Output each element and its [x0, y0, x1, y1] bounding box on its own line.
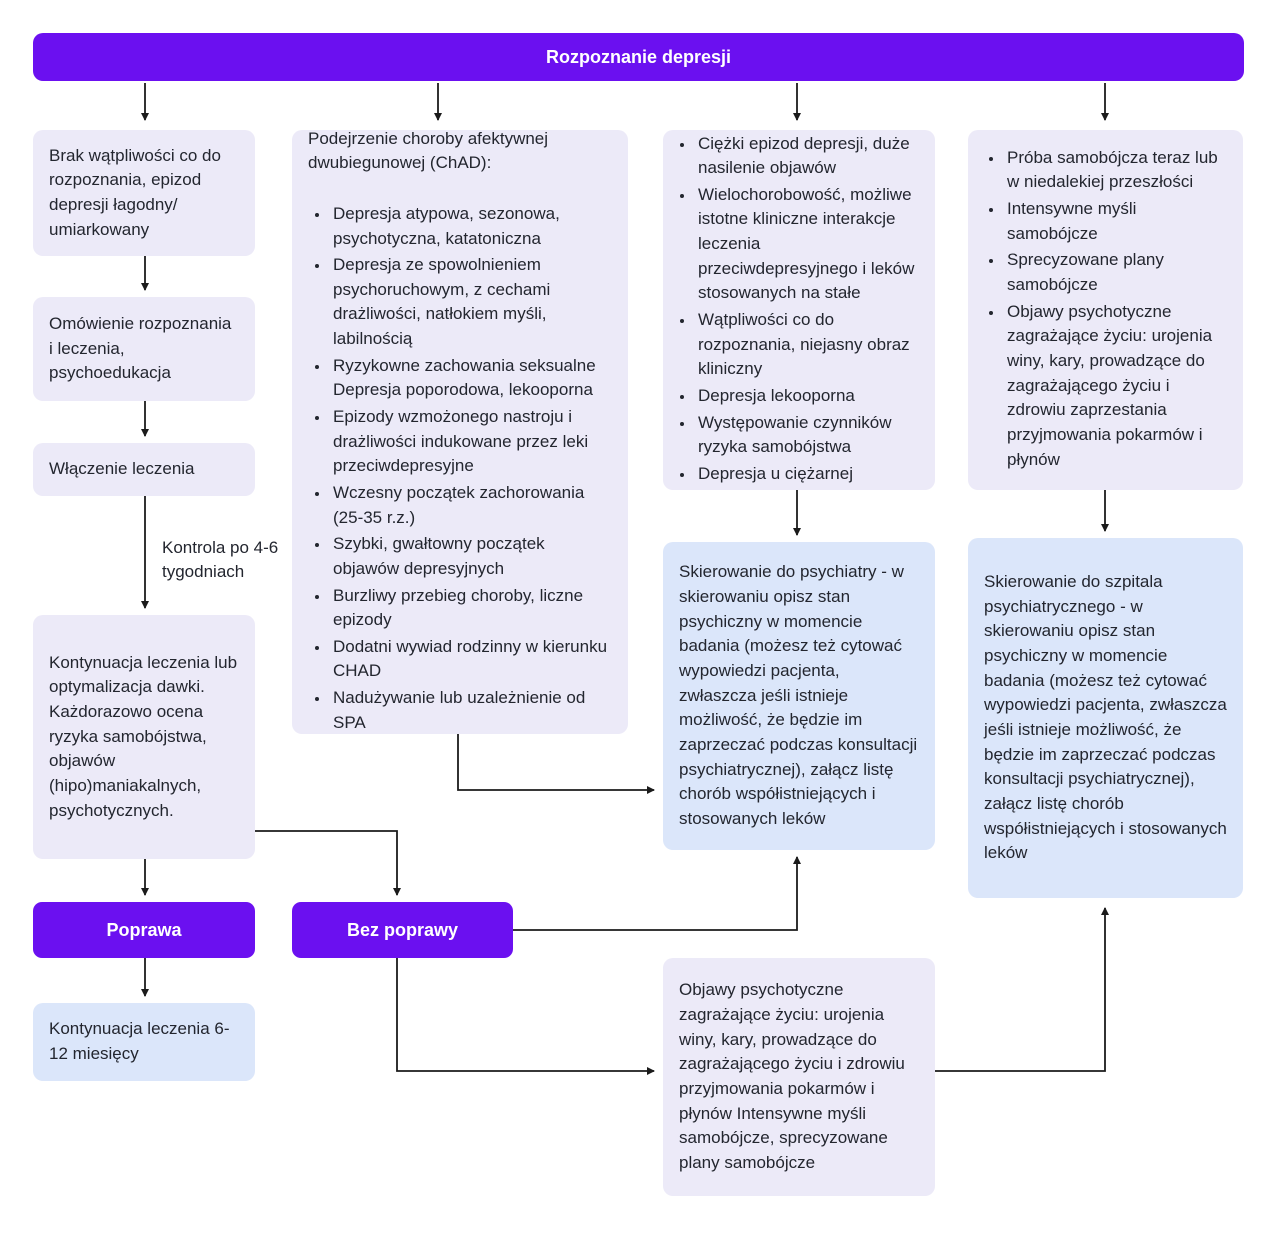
bullet-item: Nadużywanie lub uzależnienie od SPA	[330, 686, 610, 735]
bullet-item: Występowanie czynników ryzyka samobójstw…	[695, 411, 923, 460]
box-diagnosis-certain: Brak wątpliwości co do rozpoznania, epiz…	[33, 130, 255, 256]
box-hospital-referral: Skierowanie do szpitala psychiatrycznego…	[968, 538, 1243, 898]
box-treatment-continuation: Kontynuacja leczenia lub optymalizacja d…	[33, 615, 255, 859]
bullet-item: Szybki, gwałtowny początek objawów depre…	[330, 532, 610, 581]
hospital-referral-text: Skierowanie do szpitala psychiatrycznego…	[984, 572, 1227, 863]
bipolar-bullet-list: Depresja atypowa, sezonowa, psychotyczna…	[308, 202, 610, 737]
bullet-item: Depresja lekooporna	[695, 384, 923, 409]
no-improvement-button: Bez poprawy	[292, 902, 513, 958]
bullet-item: Wielochorobowość, możliwe istotne klinic…	[695, 183, 923, 306]
psychoeducation-text: Omówienie rozpoznania i leczenia, psycho…	[49, 314, 232, 383]
bullet-item: Wątpliwości co do rozpoznania, niejasny …	[695, 308, 923, 382]
bullet-item: Dodatni wywiad rodzinny w kierunku CHAD	[330, 635, 610, 684]
bullet-item: Wczesny początek zachorowania (25-35 r.z…	[330, 481, 610, 530]
connector-continuation-noimprovement	[255, 830, 401, 896]
connector-noimprovement-psychiatrist	[513, 856, 801, 931]
bullet-item: Objawy psychotyczne zagrażające życiu: u…	[1004, 300, 1231, 472]
connector-chad-psychiatrist	[457, 734, 655, 794]
psychiatrist-referral-text: Skierowanie do psychiatry - w skierowani…	[679, 562, 918, 828]
box-psychoeducation: Omówienie rozpoznania i leczenia, psycho…	[33, 297, 255, 401]
bullet-item: Sprecyzowane plany samobójcze	[1004, 248, 1231, 297]
bullet-item: Ryzykowne zachowania seksualne Depresja …	[330, 354, 610, 403]
continue-6-12-text: Kontynuacja leczenia 6-12 miesięcy	[49, 1019, 230, 1063]
box-psychiatrist-referral: Skierowanie do psychiatry - w skierowani…	[663, 542, 935, 850]
diagnosis-certain-text: Brak wątpliwości co do rozpoznania, epiz…	[49, 145, 221, 239]
flow-header: Rozpoznanie depresji	[33, 33, 1244, 81]
connector-lifethreatening-hospital	[935, 907, 1109, 1072]
flow-title: Rozpoznanie depresji	[545, 46, 732, 67]
bullet-item: Depresja atypowa, sezonowa, psychotyczna…	[330, 202, 610, 251]
bullet-item: Depresja u ciężarnej	[695, 462, 923, 487]
bullet-item: Ciężki epizod depresji, duże nasilenie o…	[695, 132, 923, 181]
bullet-item: Epizody wzmożonego nastroju i drażliwośc…	[330, 405, 610, 479]
label-followup-interval: Kontrola po 4-6 tygodniach	[162, 538, 279, 581]
box-continue-6-12-months: Kontynuacja leczenia 6-12 miesięcy	[33, 1003, 255, 1081]
box-life-threatening-symptoms: Objawy psychotyczne zagrażające życiu: u…	[663, 958, 935, 1196]
suicide-bullet-list: Próba samobójcza teraz lub w niedalekiej…	[982, 146, 1231, 474]
bullet-item: Intensywne myśli samobójcze	[1004, 197, 1231, 246]
severe-bullet-list: Ciężki epizod depresji, duże nasilenie o…	[673, 132, 923, 489]
box-bipolar-suspicion: Podejrzenie choroby afektywnej dwubiegun…	[292, 128, 628, 737]
treatment-continuation-text: Kontynuacja leczenia lub optymalizacja d…	[49, 652, 238, 820]
box-severe-depression-criteria: Ciężki epizod depresji, duże nasilenie o…	[663, 130, 935, 490]
improvement-button: Poprawa	[33, 902, 255, 958]
start-treatment-text: Włączenie leczenia	[49, 459, 195, 479]
bullet-item: Depresja ze spowolnieniem psychoruchowym…	[330, 253, 610, 352]
connector-noimprovement-lifethreatening	[396, 958, 655, 1075]
bipolar-title: Podejrzenie choroby afektywnej dwubiegun…	[308, 128, 549, 173]
box-suicide-risk-criteria: Próba samobójcza teraz lub w niedalekiej…	[968, 130, 1243, 490]
life-threatening-text: Objawy psychotyczne zagrażające życiu: u…	[679, 980, 905, 1172]
box-start-treatment: Włączenie leczenia	[33, 443, 255, 496]
bullet-item: Próba samobójcza teraz lub w niedalekiej…	[1004, 146, 1231, 195]
bullet-item: Burzliwy przebieg choroby, liczne epizod…	[330, 584, 610, 633]
